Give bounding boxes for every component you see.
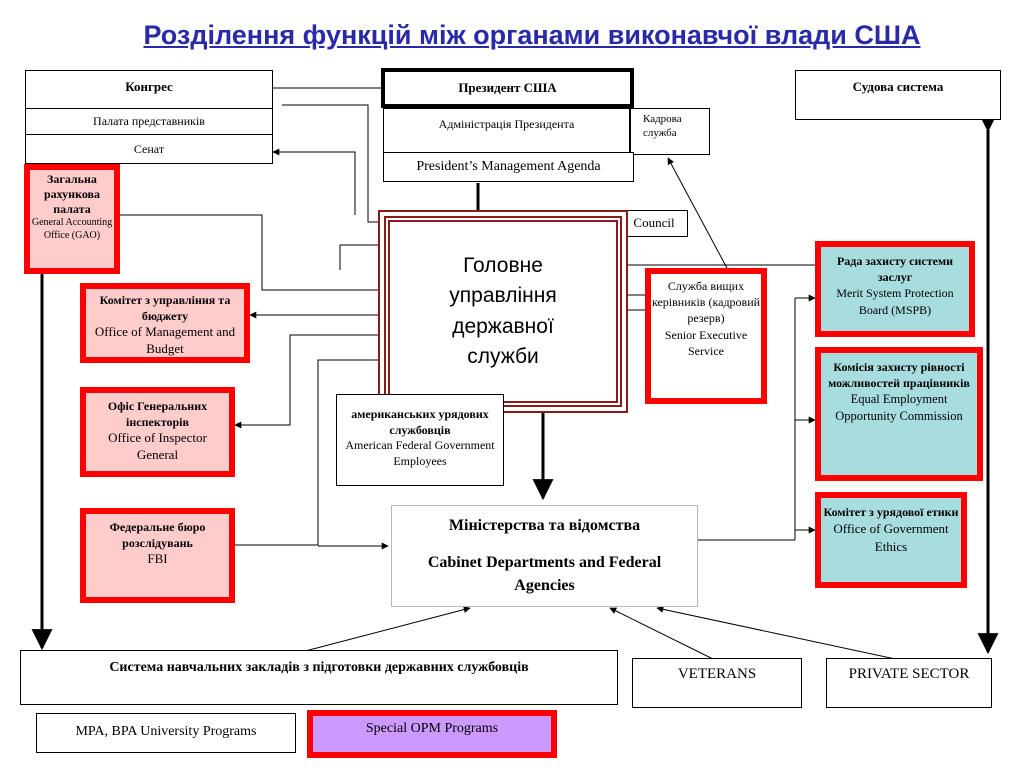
gao-ua: Загальна рахункова палата	[43, 172, 101, 216]
page-title: Розділення функцій між органами виконавч…	[143, 20, 921, 50]
council-box: Council	[620, 210, 688, 237]
omb-ua: Комітет з управління та бюджету	[99, 293, 231, 323]
gao-en: General Accounting Office (GAO)	[31, 217, 113, 241]
agenda-box: President’s Management Agenda	[383, 152, 634, 182]
oig-ua: Офіс Генеральних інспекторів	[107, 399, 208, 429]
mspb-en: Merit System Protection Board (MSPB)	[836, 286, 954, 317]
agencies-box: Міністерства та відомства Cabinet Depart…	[391, 505, 698, 607]
president-box: Президент США	[381, 68, 634, 108]
eeoc-box: Комісія захисту рівності можливостей пра…	[815, 347, 983, 481]
omb-en: Office of Management and Budget	[94, 324, 236, 357]
veterans-label: VETERANS	[677, 666, 757, 682]
eeoc-ua: Комісія захисту рівності можливостей пра…	[828, 360, 970, 391]
congress-title: Конгрес	[125, 79, 173, 94]
agenda-label: President’s Management Agenda	[416, 159, 601, 174]
private-sector-box: PRIVATE SECTOR	[826, 658, 992, 708]
mspb-box: Рада захисту системи заслуг Merit System…	[815, 241, 975, 337]
administration-box: Адміністрація Президента	[383, 108, 630, 153]
gao-box: Загальна рахункова палата General Accoun…	[24, 164, 120, 274]
agencies-en: Cabinet Departments and Federal Agencies	[427, 554, 662, 595]
oge-en: Office of Government Ethics	[833, 521, 949, 554]
mpa-box: MPA, BPA University Programs	[36, 713, 296, 753]
schools-box: Система навчальних закладів з підготовки…	[20, 650, 618, 705]
omb-box: Комітет з управління та бюджету Office o…	[80, 283, 250, 363]
oge-box: Комітет з урядової етики Office of Gover…	[815, 492, 967, 588]
ses-ua: Служба вищих керівників (кадровий резерв…	[651, 279, 761, 326]
fbi-en: FBI	[147, 551, 168, 567]
senate-cell: Сенат	[26, 134, 272, 164]
judiciary-label: Судова система	[852, 79, 944, 94]
schools-label: Система навчальних закладів з підготовки…	[109, 660, 529, 675]
eeoc-en: Equal Employment Opportunity Commission	[835, 392, 963, 424]
union-en: American Federal Government Employees	[345, 438, 495, 468]
congress-box: Конгрес Палата представників Сенат	[25, 70, 273, 164]
union-ua: американських урядових службовців	[351, 407, 489, 437]
private-sector-label: PRIVATE SECTOR	[848, 666, 970, 682]
personnel-box: Кадрова служба	[630, 108, 710, 155]
oge-ua: Комітет з урядової етики	[823, 505, 959, 519]
agencies-ua: Міністерства та відомства	[448, 517, 641, 534]
veterans-box: VETERANS	[632, 658, 802, 708]
oig-box: Офіс Генеральних інспекторів Office of I…	[80, 387, 235, 477]
mpa-label: MPA, BPA University Programs	[75, 724, 257, 739]
union-box: американських урядових службовців Americ…	[336, 394, 504, 486]
ses-box: Служба вищих керівників (кадровий резерв…	[645, 268, 767, 404]
fbi-box: Федеральне бюро розслідувань FBI	[80, 508, 235, 603]
fbi-ua: Федеральне бюро розслідувань	[109, 520, 206, 550]
president-title: Президент США	[458, 80, 557, 95]
judiciary-box: Судова система	[795, 70, 1001, 120]
special-opm-label: Special OPM Programs	[365, 721, 499, 736]
opm-label: Головне управління державної служби	[449, 253, 557, 368]
oig-en: Office of Inspector General	[108, 430, 207, 463]
mspb-ua: Рада захисту системи заслуг	[836, 254, 954, 285]
special-opm-box: Special OPM Programs	[307, 710, 557, 758]
council-label: Council	[633, 215, 675, 230]
house-label: Палата представників	[93, 114, 205, 128]
ses-en: Senior Executive Service	[664, 327, 748, 358]
senate-label: Сенат	[133, 142, 165, 156]
personnel-label: Кадрова служба	[643, 113, 682, 139]
house-cell: Палата представників	[26, 108, 272, 134]
administration-label: Адміністрація Президента	[438, 117, 575, 131]
opm-box: Головне управління державної служби	[378, 210, 628, 413]
